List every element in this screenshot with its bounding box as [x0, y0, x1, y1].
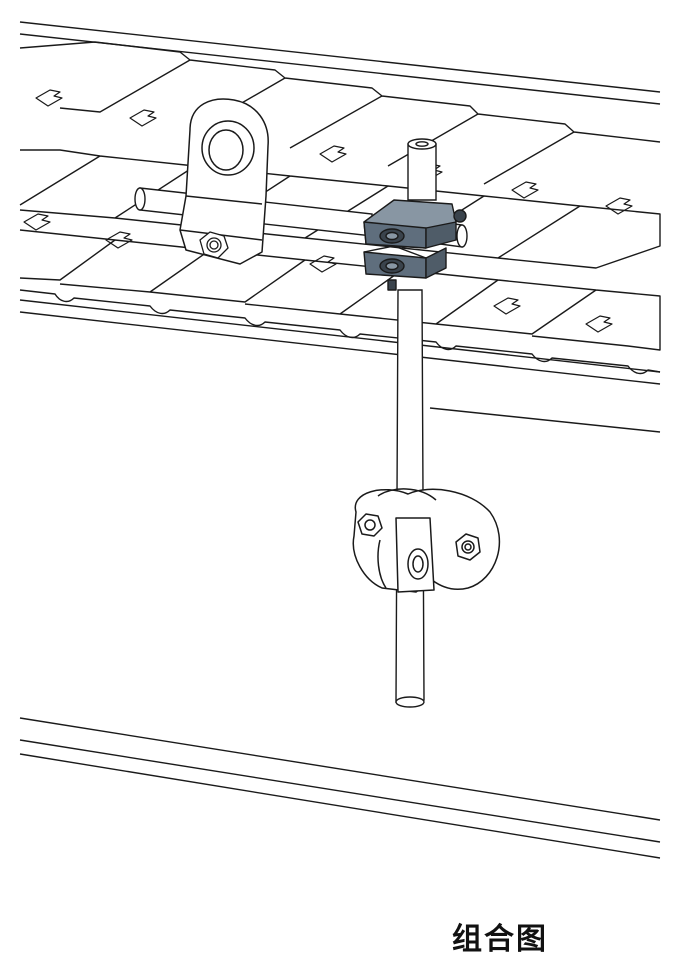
right-bolt	[455, 533, 481, 561]
post-bottom	[395, 696, 425, 708]
left-bolt	[357, 513, 383, 537]
plate-row-front	[19, 229, 661, 351]
post-top	[407, 138, 437, 150]
plate-row-back	[19, 41, 661, 185]
cross-clamp	[363, 199, 467, 291]
drawing-caption: 组合图	[452, 922, 548, 957]
rail-lower-edge	[19, 299, 661, 373]
rail-lower-edge-3	[429, 407, 661, 433]
base-rail	[19, 717, 661, 859]
rail-lower-edge-2	[19, 311, 661, 385]
plate-row-mid	[19, 149, 661, 269]
rail-top-edge	[19, 21, 661, 93]
swivel-mount	[352, 488, 501, 593]
hex-nut	[199, 231, 229, 259]
eye-bracket	[179, 98, 269, 265]
